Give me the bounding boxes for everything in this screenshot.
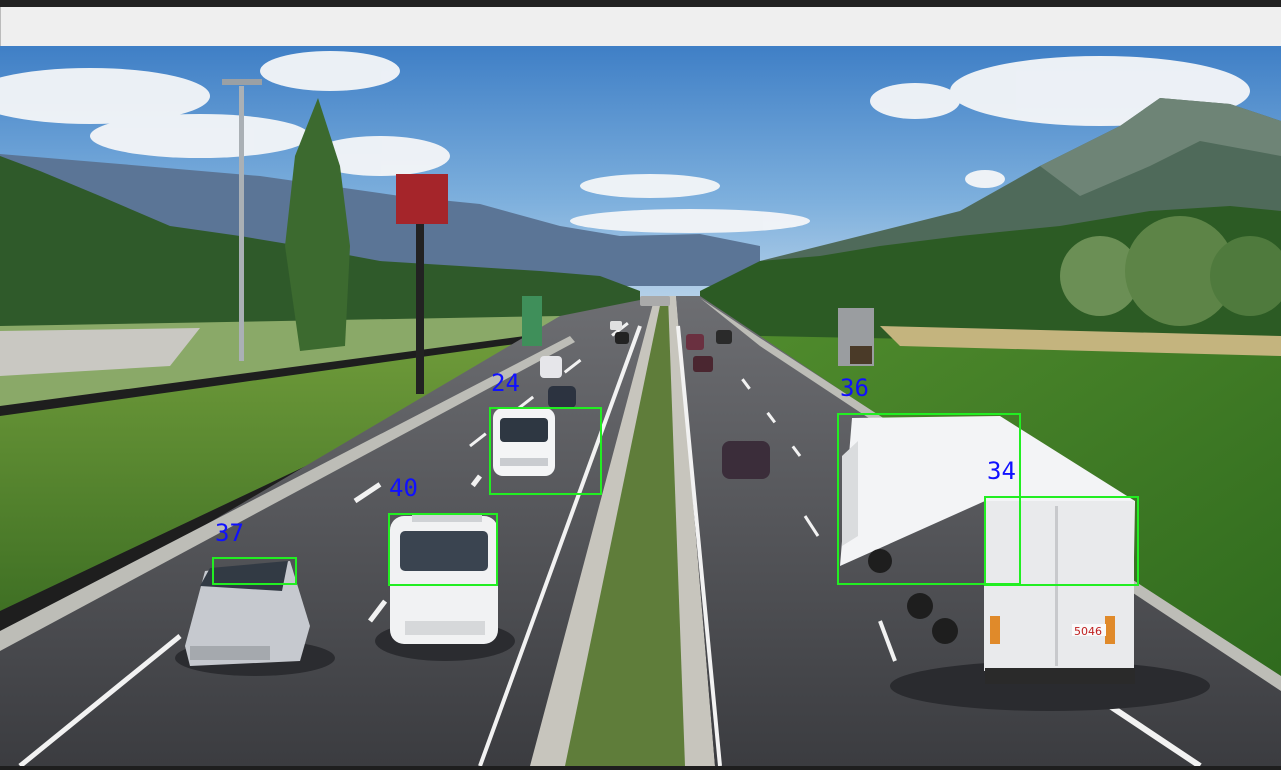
poplar-tree	[285, 98, 350, 351]
detection-label-36: 36	[840, 374, 869, 402]
detection-box-40	[388, 513, 498, 586]
highway-scene: 5046	[0, 46, 1281, 769]
van-40	[375, 514, 515, 661]
green-pylon	[522, 296, 542, 346]
detection-label-34: 34	[987, 457, 1016, 485]
car-37	[175, 561, 335, 676]
detection-box-37	[212, 557, 297, 585]
detection-label-24: 24	[491, 369, 520, 397]
detection-box-36	[837, 413, 1021, 585]
video-frame: 5046 24 40 37 36 34	[0, 46, 1281, 769]
lamp-post	[239, 86, 244, 361]
viewer-toolbar	[0, 7, 1281, 46]
clouds	[0, 51, 1250, 233]
detection-box-24	[489, 407, 602, 495]
window-titlebar	[0, 0, 1281, 7]
red-sign	[396, 174, 448, 224]
treeline-left	[0, 156, 640, 336]
detection-label-37: 37	[215, 519, 244, 547]
svg-text:5046: 5046	[1074, 625, 1102, 638]
van-24	[493, 408, 555, 476]
truck-36-34: 5046	[840, 416, 1210, 711]
distant-traffic	[540, 296, 770, 479]
detection-label-40: 40	[389, 474, 418, 502]
detection-box-34	[984, 496, 1139, 586]
